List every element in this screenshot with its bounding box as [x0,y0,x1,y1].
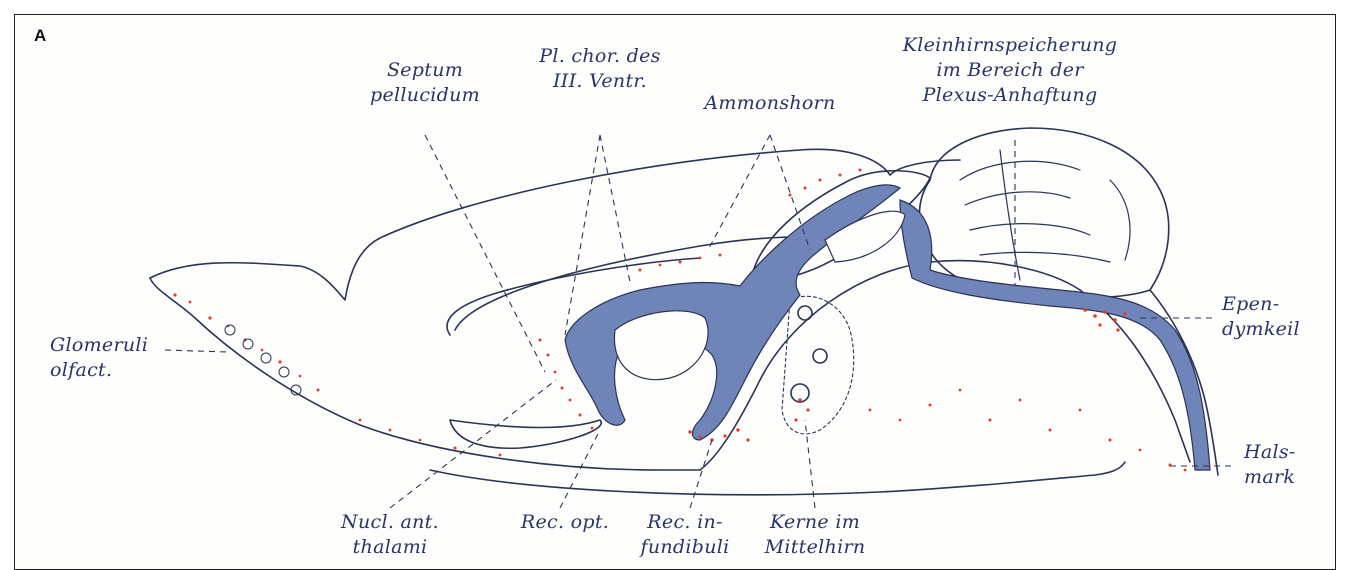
third-ventricle [565,185,900,440]
midbrain-nuclei-contour [782,296,854,434]
fourth-ventricle [900,200,1210,470]
label-ependymkeil: Epen-dymkeil [1222,292,1300,342]
label-ammonshorn: Ammonshorn [690,91,850,116]
glomeruli-markers [225,325,301,395]
label-nucl-ant-thalami: Nucl. ant.thalami [330,510,450,560]
base-outline [430,462,1125,495]
label-halsmark: Hals-mark [1244,440,1296,490]
label-rec-infundibuli: Rec. in-fundibuli [630,510,740,560]
label-rec-opt: Rec. opt. [515,510,615,535]
